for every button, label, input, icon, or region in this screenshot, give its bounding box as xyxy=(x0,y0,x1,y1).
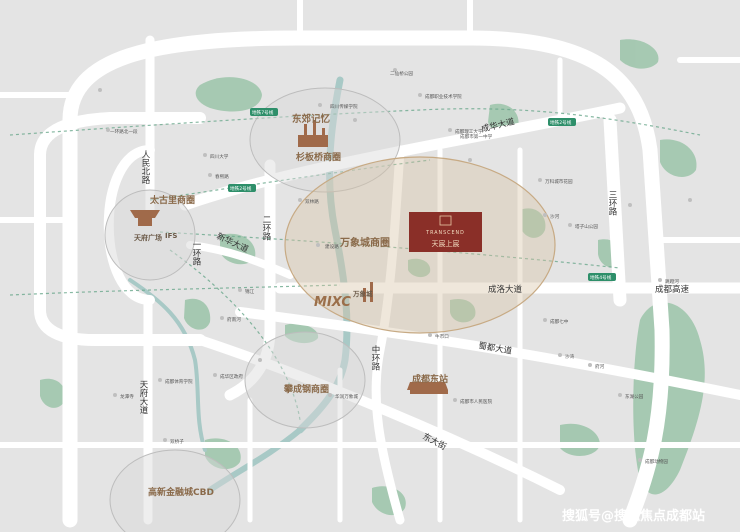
metro-labels: 地铁7号线 地铁2号线 地铁2号线 地铁4号线 xyxy=(228,108,616,281)
road-label-chengluo: 成都高速 xyxy=(655,284,690,295)
zone-label-taikoo: 太古里商圈 xyxy=(149,194,195,206)
poi-label: 华润万象城 xyxy=(335,393,358,400)
poi-label: 成都职业技术学院 xyxy=(425,93,462,100)
poi-label: 沙湾 xyxy=(565,353,575,360)
poi-dots xyxy=(98,68,692,462)
road-label-sanhuan: 三环路 xyxy=(607,190,617,216)
poi-labels: 二仙桥公园 成都职业技术学院 成都理工大学 四川传媒学院 一环路北一段 四川大学… xyxy=(110,70,679,465)
metro-badge xyxy=(250,108,278,116)
poi-label: 春熙路 xyxy=(215,173,229,180)
poi-label: 成都市人民医院 xyxy=(460,398,493,405)
poi-label: 牛市口 xyxy=(435,333,449,340)
poi-label: 双桥子 xyxy=(170,438,184,445)
metro-label-line7: 地铁7号线 xyxy=(252,109,274,116)
tower-icon xyxy=(363,282,373,302)
poi-label: 双林路 xyxy=(305,198,319,205)
road-label-zhongshan: 中环路 xyxy=(370,344,380,371)
poi-label: 四川传媒学院 xyxy=(330,103,358,110)
poi-label: 府河 xyxy=(595,363,605,370)
poi-label: 东湖公园 xyxy=(625,393,644,400)
zone-label-gaoxin: 高新金融城CBD xyxy=(148,486,214,498)
watermark: 搜狐号@搜狐焦点成都站 xyxy=(562,508,705,524)
road-label-chenghan: 成洛大道 xyxy=(488,284,523,295)
road-label-renmin-north: 人民北路 xyxy=(140,150,150,185)
project-name-cn: 天宸上宸 xyxy=(432,239,460,248)
poi-label: 成华区政府 xyxy=(220,373,243,380)
metro-badge xyxy=(228,184,256,192)
project-box xyxy=(409,212,482,252)
poi-label: 塔子山公园 xyxy=(575,223,598,230)
metro-label-line2: 地铁2号线 xyxy=(550,119,572,126)
poi-label: 沙河 xyxy=(550,213,560,220)
zone-label-panchenggang: 攀成钢商圈 xyxy=(283,383,329,395)
zone-circle-panchenggang xyxy=(244,331,366,429)
poi-label: 万科城市花园 xyxy=(545,178,573,185)
zone-label-tianfu-square: 天府广场 xyxy=(134,233,162,242)
road-label-erhuan: 二环路 xyxy=(261,215,271,241)
station-icon xyxy=(407,382,448,394)
poi-label: 成都七中 xyxy=(550,318,569,325)
poi-label: 跳蹬河 xyxy=(665,278,679,285)
poi-label: 成都体育学院 xyxy=(165,378,193,385)
project-marker: TRANSCEND 天宸上宸 xyxy=(409,212,482,252)
pagoda-icon xyxy=(130,210,160,226)
poi-label: 一环路北一段 xyxy=(110,128,138,135)
zone-label-dongjiao: 东郊记忆 xyxy=(292,113,331,125)
poi-label: 建设路 xyxy=(325,243,339,250)
poi-label: 龙潭寺 xyxy=(120,393,134,400)
zone-circle-tianfu xyxy=(104,189,196,281)
poi-label: 成都理工大学 xyxy=(455,128,483,135)
road-label-tianfu: 天府大道 xyxy=(138,380,148,415)
road-label-yihuan: 一环路 xyxy=(191,240,201,266)
project-name-en: TRANSCEND xyxy=(425,230,465,236)
zone-label-chengdu-east: 成都东站 xyxy=(412,373,448,385)
metro-badge xyxy=(548,118,576,126)
poi-label: 二仙桥公园 xyxy=(390,70,413,77)
poi-label: 成都动物园 xyxy=(645,458,668,465)
metro-label-line4: 地铁4号线 xyxy=(590,274,612,281)
poi-label: 府南河 xyxy=(227,316,241,323)
metro-badge xyxy=(588,273,616,281)
project-logo xyxy=(439,215,452,226)
zone-label-wanxiang: 万象城商圈 xyxy=(339,236,390,249)
factory-icon xyxy=(298,120,328,147)
landmark-icons xyxy=(130,120,448,394)
metro-label-line2-west: 地铁2号线 xyxy=(230,185,252,192)
poi-label: 成都市第一中学 xyxy=(460,133,493,140)
zone-label-ifs: IFS xyxy=(165,232,177,240)
zone-label-mixc-cn: 万象城 xyxy=(352,289,373,298)
zone-label-mixc: MIXC xyxy=(314,295,351,310)
zone-circle-gaoxin xyxy=(109,449,241,532)
poi-label: 四川大学 xyxy=(210,153,229,160)
zone-labels: 东郊记忆 杉板桥商圈 太古里商圈 天府广场 IFS 万象城商圈 MIXC 万象城… xyxy=(134,113,448,498)
zone-label-shanbanqiao: 杉板桥商圈 xyxy=(296,151,341,163)
poi-label: 锦江 xyxy=(245,288,255,295)
metro-lines xyxy=(9,108,701,421)
